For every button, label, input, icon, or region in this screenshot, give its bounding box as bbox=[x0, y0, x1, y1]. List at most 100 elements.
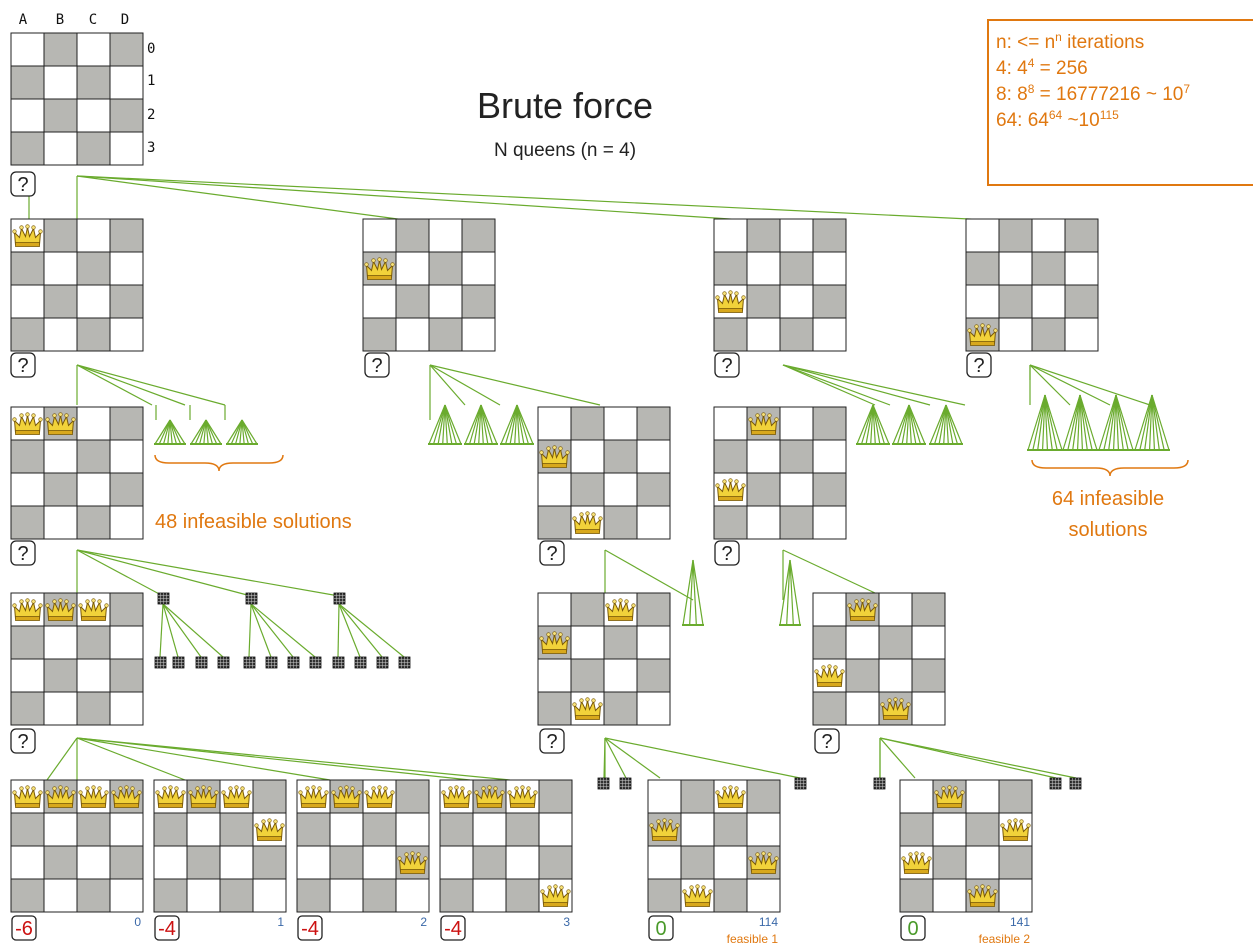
svg-text:?: ? bbox=[17, 174, 28, 196]
column-header-d: D bbox=[121, 12, 129, 28]
queen-icon bbox=[967, 884, 998, 907]
queen-icon bbox=[967, 323, 998, 346]
svg-text:?: ? bbox=[721, 355, 732, 377]
score-badge: 0 bbox=[900, 915, 926, 941]
row-header-2: 2 bbox=[147, 107, 155, 123]
queen-icon bbox=[847, 598, 878, 621]
score-badge: 0 bbox=[648, 915, 674, 941]
leaf-board-141 bbox=[899, 779, 1033, 913]
queen-icon bbox=[715, 290, 746, 313]
unknown-root: ? bbox=[10, 171, 36, 197]
board-empty bbox=[10, 32, 144, 166]
queen-icon bbox=[12, 412, 43, 435]
unknown-a1: ? bbox=[364, 352, 390, 378]
board-a1-b3 bbox=[537, 406, 671, 540]
solution-index: 0 bbox=[134, 915, 141, 929]
svg-text:?: ? bbox=[821, 731, 832, 753]
queen-icon bbox=[12, 785, 43, 808]
solution-index: 141 bbox=[1010, 915, 1030, 929]
leaf-board-1 bbox=[153, 779, 287, 913]
info-line: 8: 88 = 16777216 ~ 107 bbox=[996, 82, 1190, 105]
unknown-a3: ? bbox=[966, 352, 992, 378]
score-badge: -4 bbox=[440, 915, 466, 941]
queen-icon bbox=[748, 412, 779, 435]
queen-icon bbox=[474, 785, 505, 808]
mini-board-icon bbox=[172, 656, 185, 669]
infeasible-note-64-line1: 64 infeasible bbox=[1052, 488, 1164, 510]
queen-icon bbox=[12, 598, 43, 621]
queen-icon bbox=[748, 851, 779, 874]
queen-icon bbox=[715, 478, 746, 501]
mini-board-icon bbox=[398, 656, 411, 669]
queen-icon bbox=[441, 785, 472, 808]
queen-icon bbox=[715, 785, 746, 808]
diagram-subtitle: N queens (n = 4) bbox=[494, 140, 636, 161]
leaf-board-2 bbox=[296, 779, 430, 913]
queen-icon bbox=[12, 224, 43, 247]
brace-48 bbox=[154, 454, 284, 472]
svg-text:?: ? bbox=[371, 355, 382, 377]
unknown-a1-b3: ? bbox=[539, 540, 565, 566]
mini-board-icon bbox=[243, 656, 256, 669]
svg-text:?: ? bbox=[973, 355, 984, 377]
queen-icon bbox=[901, 851, 932, 874]
board-a0-b0-c0 bbox=[10, 592, 144, 726]
mini-board-icon bbox=[597, 777, 610, 790]
queen-icon bbox=[572, 697, 603, 720]
queen-icon bbox=[880, 697, 911, 720]
queen-icon bbox=[934, 785, 965, 808]
complexity-info-box bbox=[987, 19, 1253, 186]
queen-icon bbox=[572, 511, 603, 534]
svg-text:?: ? bbox=[721, 543, 732, 565]
board-a1-b3-c0 bbox=[537, 592, 671, 726]
queen-icon bbox=[1000, 818, 1031, 841]
row-header-3: 3 bbox=[147, 140, 155, 156]
unknown-a0-b0: ? bbox=[10, 540, 36, 566]
unknown-a0: ? bbox=[10, 352, 36, 378]
queen-icon bbox=[254, 818, 285, 841]
score-value: -4 bbox=[301, 918, 319, 940]
queen-icon bbox=[507, 785, 538, 808]
row-header-1: 1 bbox=[147, 73, 155, 89]
info-line: n: <= nn iterations bbox=[996, 30, 1144, 53]
mini-board-icon bbox=[245, 592, 258, 605]
queen-icon bbox=[364, 257, 395, 280]
row-header-0: 0 bbox=[147, 41, 155, 57]
solution-index: 2 bbox=[420, 915, 427, 929]
score-badge: -4 bbox=[297, 915, 323, 941]
column-header-c: C bbox=[89, 12, 97, 28]
unknown-a2: ? bbox=[714, 352, 740, 378]
board-a2-b0 bbox=[713, 406, 847, 540]
mini-board-icon bbox=[873, 777, 886, 790]
info-line: 64: 6464 ~10115 bbox=[996, 108, 1119, 131]
queen-icon bbox=[45, 785, 76, 808]
column-header-a: A bbox=[19, 12, 28, 28]
score-badge: -6 bbox=[11, 915, 37, 941]
unknown-a1-b3-c0: ? bbox=[539, 728, 565, 754]
infeasible-note-64-line2: solutions bbox=[1069, 519, 1148, 541]
mini-board-icon bbox=[332, 656, 345, 669]
score-value: -4 bbox=[444, 918, 462, 940]
infeasible-note-48: 48 infeasible solutions bbox=[155, 511, 352, 533]
board-a2-b0-c3 bbox=[812, 592, 946, 726]
mini-board-icon bbox=[265, 656, 278, 669]
svg-text:?: ? bbox=[17, 543, 28, 565]
info-line: 4: 44 = 256 bbox=[996, 56, 1088, 79]
mini-board-icon bbox=[333, 592, 346, 605]
mini-board-icon bbox=[794, 777, 807, 790]
leaf-board-0 bbox=[10, 779, 144, 913]
score-value: 0 bbox=[655, 918, 666, 940]
queen-icon bbox=[540, 884, 571, 907]
queen-icon bbox=[188, 785, 219, 808]
mini-board-icon bbox=[354, 656, 367, 669]
solution-index: 1 bbox=[277, 915, 284, 929]
feasible-label: feasible 2 bbox=[979, 932, 1031, 946]
board-a1 bbox=[362, 218, 496, 352]
svg-text:?: ? bbox=[17, 355, 28, 377]
solution-index: 3 bbox=[563, 915, 570, 929]
queen-icon bbox=[364, 785, 395, 808]
column-header-b: B bbox=[56, 12, 64, 28]
board-a0-b0 bbox=[10, 406, 144, 540]
score-value: -6 bbox=[15, 918, 33, 940]
